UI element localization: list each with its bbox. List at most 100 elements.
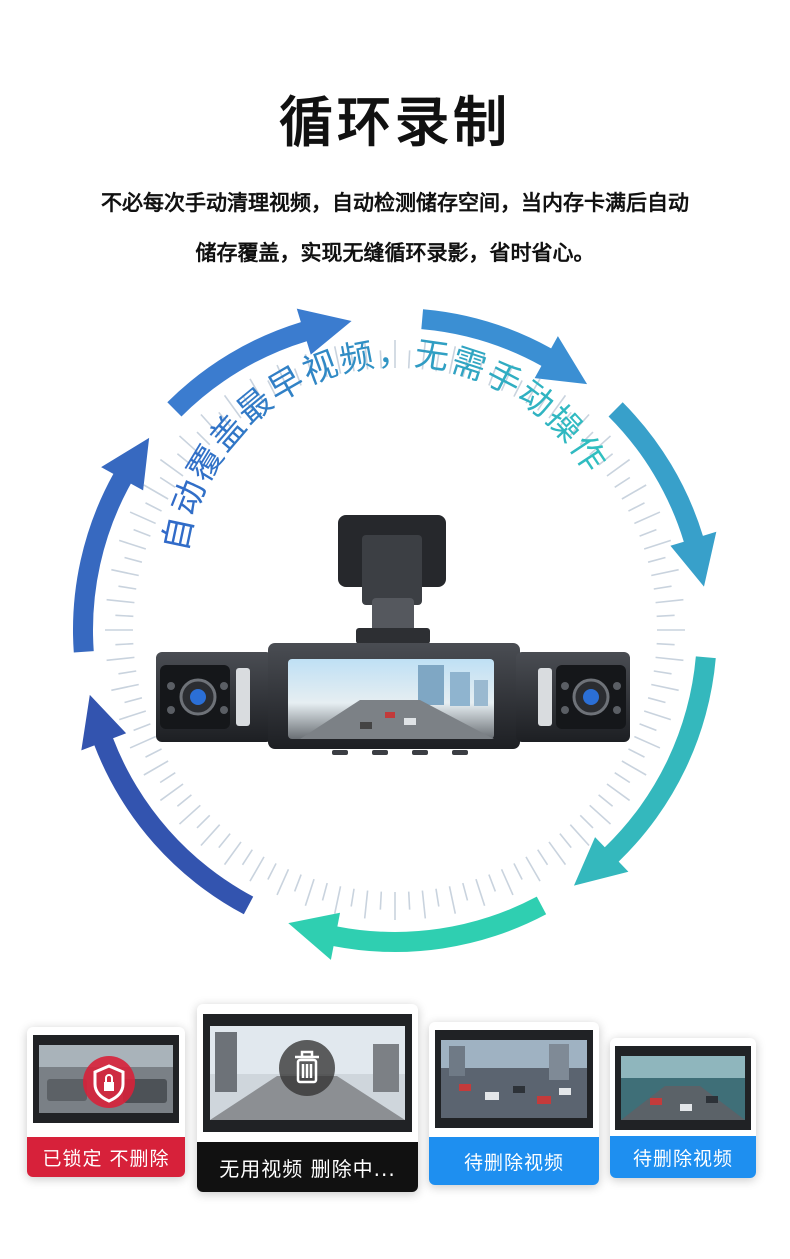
tick-mark — [293, 368, 302, 386]
tick-mark — [249, 856, 265, 882]
tick-mark — [200, 413, 221, 436]
tick-mark — [133, 723, 151, 732]
tick-mark — [462, 359, 469, 378]
tick-mark — [249, 378, 265, 404]
tick-mark — [363, 890, 369, 919]
screen-building — [450, 672, 470, 706]
tick-mark — [643, 710, 672, 721]
card-label: 待删除视频 — [429, 1137, 599, 1185]
tick-mark — [435, 888, 440, 907]
video-card-deleting: 无用视频 删除中... — [197, 1004, 418, 1192]
tick-mark — [559, 411, 572, 427]
loop-arrow-segment — [288, 896, 547, 960]
tick-mark — [488, 368, 497, 386]
ir-led — [220, 682, 228, 690]
tick-mark — [118, 710, 147, 721]
shield-lock-icon — [93, 1064, 125, 1103]
loop-arrow-segment — [81, 694, 254, 915]
right-lens-glass — [583, 689, 599, 705]
tick-mark — [525, 378, 541, 404]
tick-mark — [350, 888, 355, 907]
tick-mark — [129, 735, 156, 749]
tick-mark — [129, 511, 156, 525]
tick-mark — [621, 760, 647, 776]
loop-arrow-segment — [167, 308, 352, 417]
ir-led — [561, 706, 569, 714]
tick-mark — [176, 794, 192, 807]
tick-mark — [639, 723, 657, 732]
tick-mark — [218, 833, 231, 849]
tick-mark — [143, 484, 169, 500]
tick-mark — [363, 341, 369, 370]
tick-mark — [462, 882, 469, 901]
tick-mark — [106, 656, 135, 662]
dashcam-device — [156, 515, 630, 755]
mount-arm — [362, 535, 422, 605]
tick-mark — [321, 882, 328, 901]
tick-mark — [500, 869, 514, 896]
description-line-2: 储存覆盖，实现无缝循环录影，省时省心。 — [195, 241, 595, 265]
loop-arrow-segment — [73, 437, 150, 653]
tick-mark — [178, 804, 201, 825]
screen-car — [404, 718, 416, 725]
tick-mark — [159, 783, 184, 802]
tick-mark — [634, 735, 661, 749]
tick-mark — [614, 772, 631, 784]
tick-mark — [200, 824, 221, 847]
tick-mark — [159, 772, 176, 784]
tick-mark — [656, 614, 675, 618]
card-label: 待删除视频 — [610, 1136, 756, 1178]
tick-mark — [321, 359, 328, 378]
tick-mark — [548, 394, 567, 419]
tick-mark — [223, 841, 242, 866]
tick-mark — [614, 476, 631, 488]
tick-mark — [196, 431, 211, 446]
tick-mark — [653, 585, 672, 590]
tick-mark — [647, 556, 666, 563]
tick-mark — [304, 878, 315, 907]
tick-mark — [653, 670, 672, 675]
tick-mark — [276, 869, 290, 896]
loop-arrow-segment — [421, 309, 588, 385]
tick-mark — [124, 556, 143, 563]
ir-led — [167, 682, 175, 690]
tick-mark — [651, 683, 679, 692]
tick-mark — [639, 528, 657, 537]
tick-mark — [241, 849, 253, 866]
tick-mark — [293, 874, 302, 892]
tick-mark — [159, 476, 176, 488]
film-strip — [33, 1035, 179, 1123]
tick-mark — [569, 413, 590, 436]
tick-mark — [118, 585, 137, 590]
tick-mark — [475, 878, 486, 907]
loop-arrow-segment — [608, 402, 717, 587]
tick-mark — [267, 380, 277, 397]
tick-mark — [655, 598, 684, 604]
tick-mark — [118, 539, 147, 550]
tick-mark — [589, 804, 612, 825]
tick-mark — [133, 528, 151, 537]
ir-led — [167, 706, 175, 714]
screen-car — [385, 712, 395, 718]
video-card-locked: 已锁定 不删除 — [27, 1027, 185, 1177]
page-title: 循环录制 — [279, 91, 511, 154]
tick-mark — [651, 568, 679, 577]
tick-mark — [333, 886, 342, 914]
tick-mark — [333, 346, 342, 374]
tick-mark — [559, 833, 572, 849]
ir-led — [613, 706, 621, 714]
tick-mark — [111, 568, 139, 577]
tick-mark — [223, 394, 242, 419]
right-camera-hinge — [538, 668, 552, 726]
tick-mark — [606, 783, 631, 802]
tick-ring — [105, 340, 685, 920]
ir-led — [561, 682, 569, 690]
description: 不必每次手动清理视频，自动检测储存空间，当内存卡满后自动 储存覆盖，实现无缝循环… — [30, 178, 760, 278]
loop-recording-diagram: 自动覆盖最早视频，无需手动操作 — [73, 308, 717, 960]
tick-mark — [448, 346, 457, 374]
tick-mark — [513, 863, 523, 880]
trash-icon — [295, 1050, 319, 1084]
description-line-1: 不必每次手动清理视频，自动检测储存空间，当内存卡满后自动 — [101, 191, 689, 215]
tick-mark — [106, 598, 135, 604]
tick-mark — [145, 748, 162, 758]
